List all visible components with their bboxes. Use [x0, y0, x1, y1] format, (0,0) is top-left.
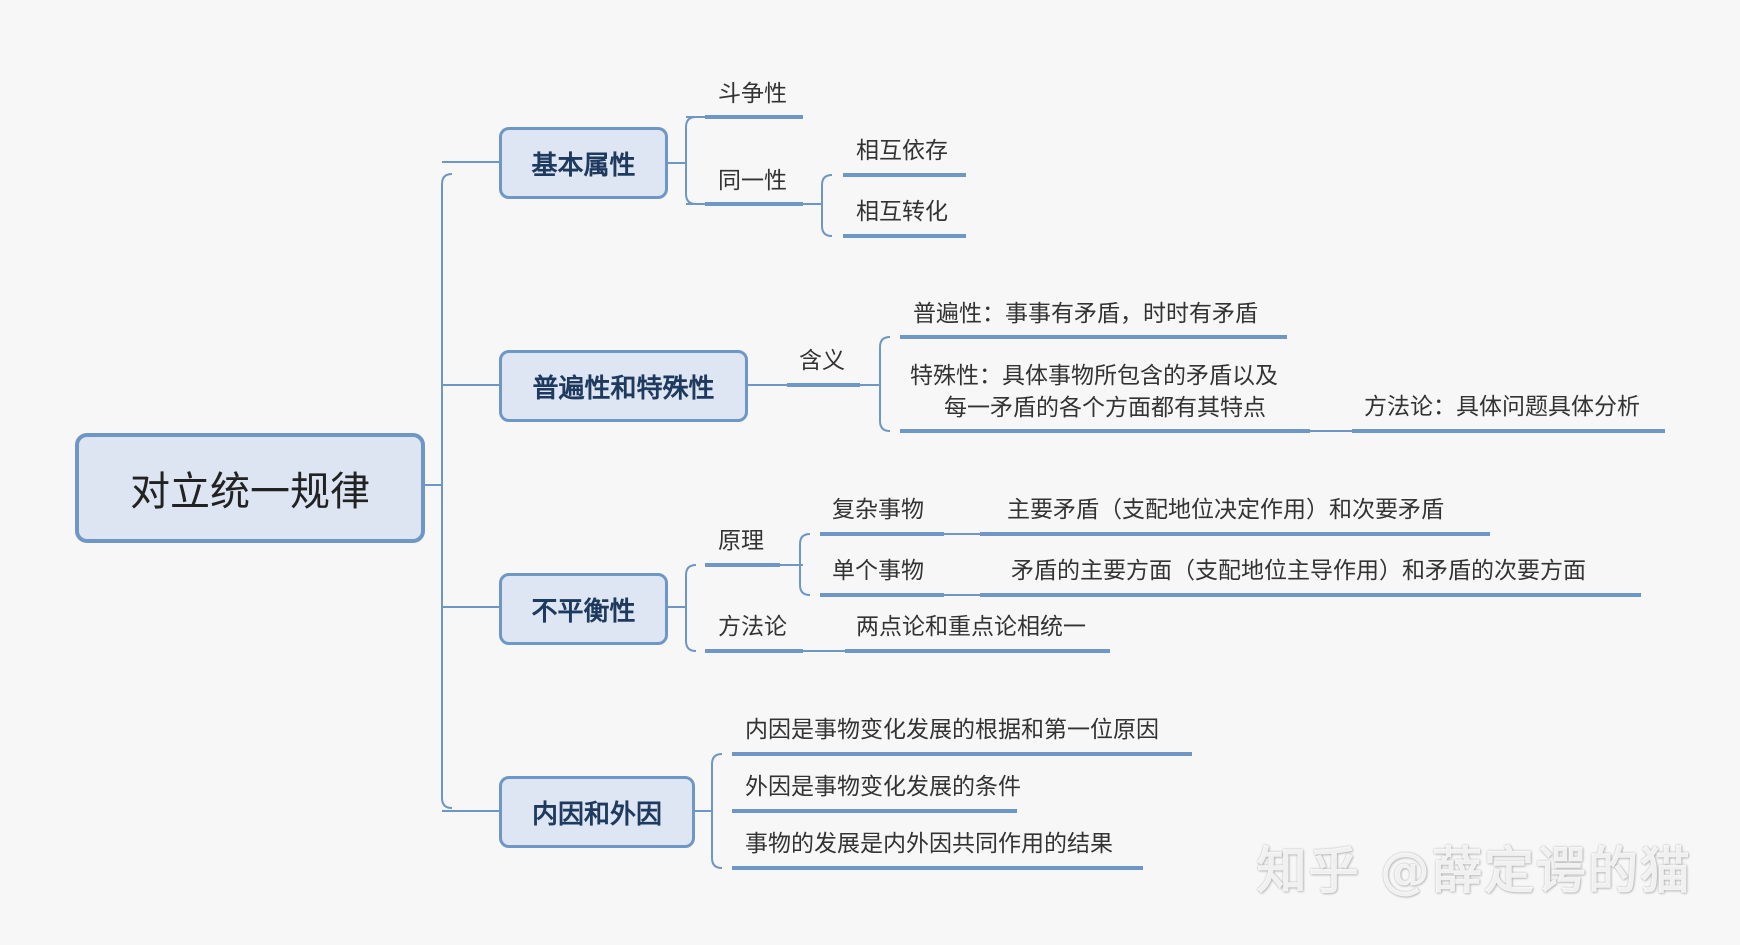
root-node[interactable]: 对立统一规律	[75, 433, 425, 543]
underline	[843, 173, 966, 177]
leaf-identity[interactable]: 同一性	[718, 168, 787, 194]
leaf-principle[interactable]: 原理	[718, 528, 764, 554]
leaf-complex-things[interactable]: 复杂事物	[832, 497, 924, 523]
leaf-internal-cause[interactable]: 内因是事物变化发展的根据和第一位原因	[745, 717, 1159, 743]
underline	[705, 115, 803, 119]
leaf-mutual-dependence[interactable]: 相互依存	[856, 138, 948, 164]
leaf-single-thing[interactable]: 单个事物	[832, 558, 924, 584]
underline	[980, 532, 1490, 536]
underline	[820, 593, 944, 597]
branch-internal-external-causes[interactable]: 内因和外因	[499, 776, 695, 848]
leaf-joint-action[interactable]: 事物的发展是内外因共同作用的结果	[745, 831, 1113, 857]
branch-basic-properties[interactable]: 基本属性	[499, 127, 668, 199]
leaf-particularity-line1: 特殊性：具体事物所包含的矛盾以及	[910, 363, 1278, 389]
underline	[843, 234, 966, 238]
underline	[787, 383, 860, 387]
underline	[1352, 429, 1665, 433]
leaf-methodology-concrete[interactable]: 方法论：具体问题具体分析	[1364, 394, 1640, 420]
underline	[980, 593, 1641, 597]
underline	[732, 752, 1192, 756]
leaf-methodology[interactable]: 方法论	[718, 614, 787, 640]
leaf-meaning[interactable]: 含义	[799, 348, 845, 374]
leaf-single-detail[interactable]: 矛盾的主要方面（支配地位主导作用）和矛盾的次要方面	[1011, 558, 1586, 584]
watermark: 知乎 @薛定谔的猫	[1256, 842, 1692, 900]
underline	[732, 866, 1143, 870]
underline	[732, 809, 1017, 813]
underline	[705, 649, 803, 653]
underline	[705, 202, 803, 206]
leaf-universality-definition[interactable]: 普遍性：事事有矛盾，时时有矛盾	[913, 301, 1258, 327]
underline	[705, 563, 780, 567]
underline	[900, 335, 1287, 339]
leaf-mutual-transformation[interactable]: 相互转化	[856, 199, 948, 225]
leaf-particularity-definition[interactable]: 特殊性：具体事物所包含的矛盾以及 每一矛盾的各个方面都有其特点	[910, 360, 1300, 424]
branch-universality-particularity[interactable]: 普遍性和特殊性	[499, 350, 748, 422]
leaf-external-cause[interactable]: 外因是事物变化发展的条件	[745, 774, 1021, 800]
branch-imbalance[interactable]: 不平衡性	[499, 573, 668, 645]
leaf-complex-detail[interactable]: 主要矛盾（支配地位决定作用）和次要矛盾	[1007, 497, 1444, 523]
leaf-particularity-line2: 每一矛盾的各个方面都有其特点	[944, 395, 1266, 421]
leaf-methodology-detail[interactable]: 两点论和重点论相统一	[856, 614, 1086, 640]
leaf-struggle[interactable]: 斗争性	[718, 81, 787, 107]
underline	[845, 649, 1110, 653]
underline	[900, 429, 1310, 433]
underline	[820, 532, 944, 536]
